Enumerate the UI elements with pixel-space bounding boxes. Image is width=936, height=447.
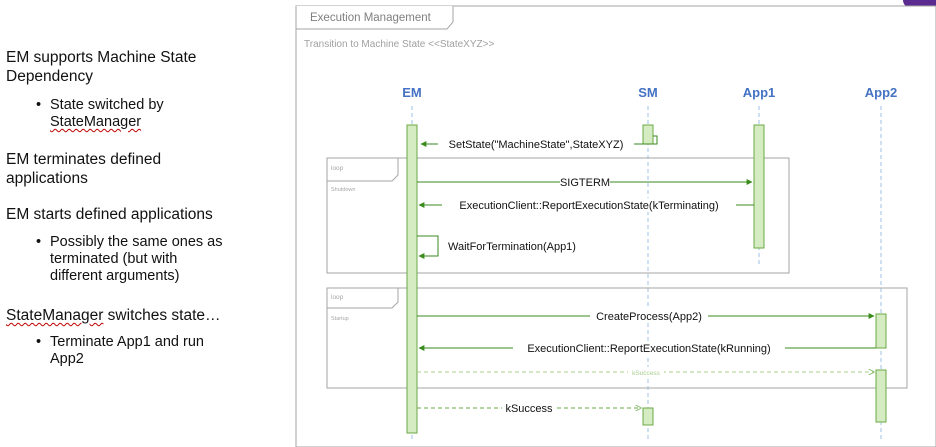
- subpoint-terminate-run-cont: App2: [50, 351, 84, 368]
- lifeline-app2-label: App2: [865, 85, 898, 100]
- corner-accent: [903, 0, 936, 8]
- loop-keyword: loop: [331, 165, 344, 172]
- bullet-dot: •: [36, 234, 42, 250]
- label-bg: [590, 309, 708, 323]
- loop-guard: Startup: [331, 316, 349, 322]
- label-bg: [628, 367, 664, 377]
- bullet-dot: •: [36, 334, 42, 350]
- point-em-supports: EM supports Machine State: [6, 48, 196, 67]
- frame-tab: [295, 6, 454, 30]
- subpoint-state-switched-cont: StateManager: [50, 114, 141, 131]
- activation-sm-b: [642, 407, 654, 426]
- lifeline-em-label: EM: [402, 85, 422, 100]
- activation-app2: [875, 313, 887, 349]
- text-line: App2: [50, 351, 84, 367]
- msg-report-running-label: ExecutionClient::ReportExecutionState(kR…: [527, 343, 770, 355]
- diagram-subtitle: Transition to Machine State <<StateXYZ>>: [304, 39, 494, 50]
- text-line: switches state…: [103, 307, 221, 324]
- activation-sm: [642, 124, 654, 145]
- msg-wait-label: WaitForTermination(App1): [448, 241, 576, 253]
- lifeline-app1-label: App1: [743, 85, 776, 100]
- text-line: EM starts defined applications: [6, 206, 213, 223]
- spellcheck-word: StateManager: [6, 307, 104, 324]
- loop-fragment-shutdown: [326, 157, 790, 274]
- lifeline-sm-label: SM: [638, 85, 658, 100]
- msg-report-terminating-label: ExecutionClient::ReportExecutionState(kT…: [459, 200, 718, 212]
- point-em-starts: EM starts defined applications: [6, 205, 213, 224]
- subpoint-state-switched: • State switched by: [36, 97, 164, 114]
- loop-keyword: loop: [331, 294, 344, 301]
- activation-app1: [753, 124, 765, 249]
- subpoint-possibly-same-cont2: different arguments): [50, 268, 180, 285]
- point-statemanager-switches: StateManager switches state…: [6, 306, 221, 325]
- msg-sigterm-label: SIGTERM: [560, 177, 610, 189]
- loop-guard: Shutdown: [331, 187, 355, 193]
- loop-tab: [326, 158, 399, 182]
- activation-em: [406, 124, 418, 434]
- point-em-terminates-cont: applications: [6, 169, 88, 188]
- subpoint-possibly-same-cont: terminated (but with: [50, 251, 177, 268]
- label-bg: [502, 401, 556, 415]
- text-line: EM terminates defined: [6, 151, 162, 168]
- msg-setstate-label: SetState("MachineState",StateXYZ): [449, 139, 624, 151]
- msg-wait-self-arrow: [417, 235, 439, 259]
- text-line: Terminate App1 and run: [50, 334, 204, 350]
- subpoint-possibly-same: • Possibly the same ones as: [36, 234, 223, 251]
- text-line: State switched by: [50, 97, 164, 113]
- subpoint-terminate-run: • Terminate App1 and run: [36, 334, 204, 351]
- msg-ksuccess-faint-label: kSuccess: [632, 370, 661, 377]
- point-em-supports-cont: Dependency: [6, 67, 93, 86]
- label-bg: [513, 341, 785, 355]
- text-line: different arguments): [50, 268, 180, 284]
- loop-fragment-startup: [326, 287, 908, 389]
- point-em-terminates: EM terminates defined: [6, 150, 161, 169]
- text-line: terminated (but with: [50, 251, 178, 267]
- bullet-dot: •: [36, 97, 42, 113]
- slide-text-panel: EM supports Machine State Dependency • St…: [0, 0, 290, 447]
- label-bg: [442, 198, 736, 212]
- label-bg: [438, 136, 634, 151]
- activation-app2-b: [875, 369, 887, 423]
- spellcheck-word: StateManager: [50, 114, 142, 130]
- label-bg: [560, 175, 610, 189]
- loop-tab: [326, 288, 399, 309]
- text-line: Possibly the same ones as: [50, 234, 223, 250]
- text-line: EM supports Machine State: [6, 49, 197, 66]
- text-line: Dependency: [6, 68, 94, 85]
- diagram-frame: [295, 5, 936, 447]
- msg-ksuccess-label: kSuccess: [505, 403, 553, 415]
- frame-title: Execution Management: [310, 12, 432, 24]
- text-line: applications: [6, 170, 88, 187]
- msg-createprocess-label: CreateProcess(App2): [596, 311, 702, 323]
